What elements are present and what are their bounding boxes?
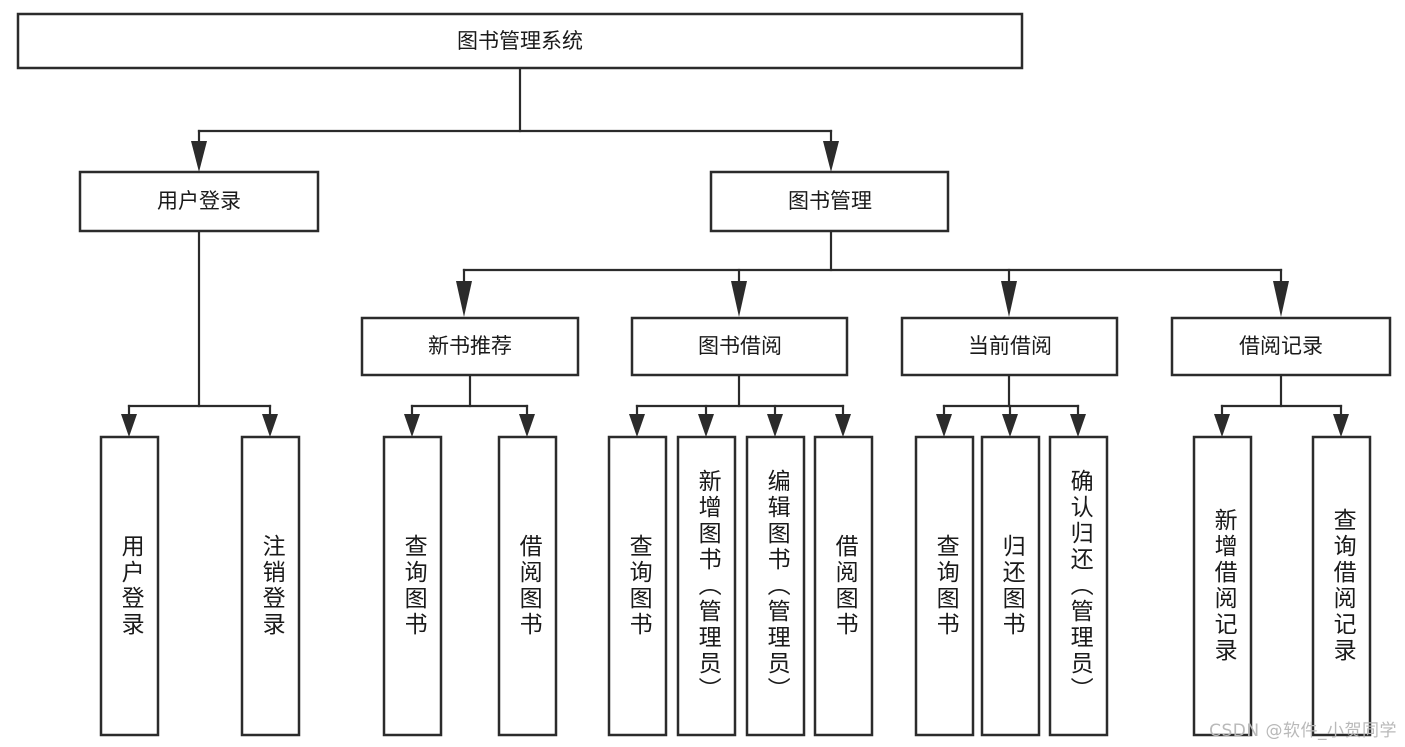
node-box-book-management[interactable]: [709, 170, 950, 233]
leaf-box-edit-book-admin[interactable]: [745, 435, 806, 737]
arrow-head-leaf-user-login: [121, 414, 137, 437]
arrow-head-cb-leaf-1: [936, 414, 952, 437]
node-box-borrow-record[interactable]: [1170, 316, 1392, 377]
leaf-box-borrow-book-nb[interactable]: [497, 435, 558, 737]
node-box-user-login[interactable]: [78, 170, 320, 233]
leaf-box-query-book-bb[interactable]: [607, 435, 668, 737]
arrow-head-book-borrow: [731, 281, 747, 317]
arrow-head-bb-leaf-2: [698, 414, 714, 437]
leaf-box-return-book[interactable]: [980, 435, 1041, 737]
arrow-head-bb-leaf-3: [767, 414, 783, 437]
arrow-head-br-leaf-2: [1333, 414, 1349, 437]
node-box-book-borrow[interactable]: [630, 316, 849, 377]
arrow-head-cb-leaf-3: [1070, 414, 1086, 437]
leaf-box-confirm-return-admin[interactable]: [1048, 435, 1109, 737]
connectors-book-borrow-leaves: [629, 373, 851, 437]
connectors-borrow-record-leaves: [1214, 373, 1349, 437]
arrow-head-cb-leaf-2: [1002, 414, 1018, 437]
leaf-box-add-book-admin[interactable]: [676, 435, 737, 737]
node-box-new-book-recommend[interactable]: [360, 316, 580, 377]
leaf-box-borrow-book-bb[interactable]: [813, 435, 874, 737]
connectors-root-to-level2: [191, 66, 839, 172]
leaf-box-query-borrow-record[interactable]: [1311, 435, 1372, 737]
arrow-head-new-book: [456, 281, 472, 317]
leaf-box-logout[interactable]: [240, 435, 301, 737]
leaf-box-query-book-nb[interactable]: [382, 435, 443, 737]
node-label-book-management: 图书管理: [788, 189, 872, 213]
arrow-head-user-login: [191, 141, 207, 172]
connectors-new-book-leaves: [404, 373, 535, 437]
arrow-head-br-leaf-1: [1214, 414, 1230, 437]
arrow-head-book-mgmt: [823, 141, 839, 172]
arrow-head-nb-leaf-1: [404, 414, 420, 437]
node-label-borrow-record: 借阅记录: [1239, 334, 1323, 358]
node-label-user-login: 用户登录: [157, 189, 241, 213]
node-label-book-borrow: 图书借阅: [698, 334, 782, 358]
node-label-new-book-recommend: 新书推荐: [428, 334, 512, 358]
leaf-box-user-login[interactable]: [99, 435, 160, 737]
connectors-current-borrow-leaves: [936, 373, 1086, 437]
connectors-book-mgmt-to-level3: [456, 229, 1289, 317]
connectors-user-login-leaves: [121, 229, 278, 437]
arrow-head-nb-leaf-2: [519, 414, 535, 437]
arrow-head-leaf-logout: [262, 414, 278, 437]
node-label-current-borrow: 当前借阅: [968, 334, 1052, 358]
arrow-head-bb-leaf-1: [629, 414, 645, 437]
node-box-root[interactable]: [16, 12, 1024, 70]
leaf-box-add-borrow-record[interactable]: [1192, 435, 1253, 737]
csdn-watermark: CSDN @软件_小贺同学: [1209, 721, 1397, 741]
node-label-root: 图书管理系统: [457, 29, 583, 53]
arrow-head-current-borrow: [1001, 281, 1017, 317]
arrow-head-borrow-record: [1273, 281, 1289, 317]
node-box-current-borrow[interactable]: [900, 316, 1119, 377]
arrow-head-bb-leaf-4: [835, 414, 851, 437]
leaf-box-query-book-cb[interactable]: [914, 435, 975, 737]
